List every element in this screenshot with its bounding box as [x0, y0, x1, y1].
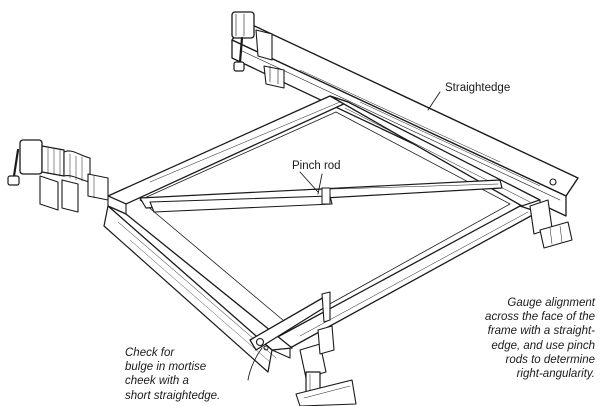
straightedge-leader [428, 92, 440, 110]
gauge-alignment-caption: Gauge alignment across the face of the f… [405, 296, 595, 381]
gauge-caption-line: rods to determine [405, 353, 595, 367]
check-bulge-caption: Check for bulge in mortise cheek with a … [125, 346, 265, 403]
gauge-caption-line: across the face of the [405, 310, 595, 324]
gauge-caption-line: Gauge alignment [405, 296, 595, 310]
left-clamp [8, 140, 108, 212]
gauge-caption-line: right-angularity. [405, 367, 595, 381]
check-caption-line: bulge in mortise [125, 360, 265, 374]
gauge-caption-line: edge, and use pinch [405, 339, 595, 353]
gauge-caption-line: frame with a straight- [405, 324, 595, 338]
check-caption-line: cheek with a [125, 374, 265, 388]
straightedge-label: Straightedge [445, 81, 510, 95]
check-caption-line: short straightedge. [125, 389, 265, 403]
check-caption-line: Check for [125, 346, 265, 360]
pinch-rod-label: Pinch rod [292, 159, 341, 173]
